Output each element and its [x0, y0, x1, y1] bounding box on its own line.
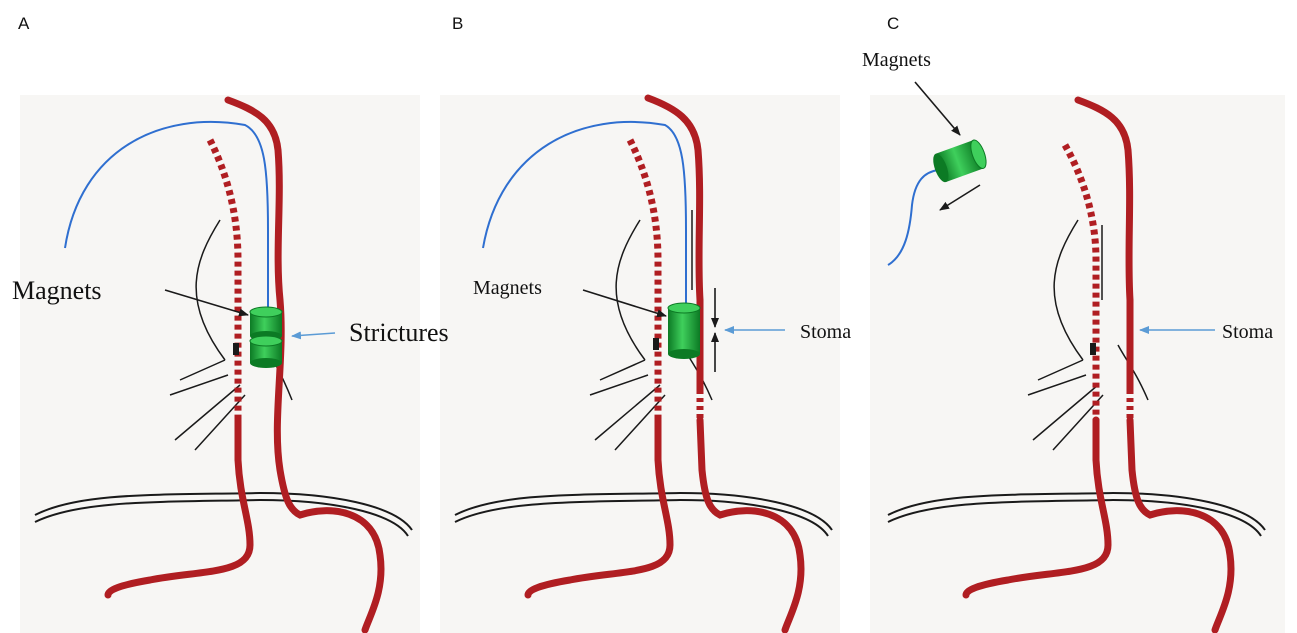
small-clip: [1090, 343, 1096, 355]
panel-b-background: [440, 95, 840, 633]
panel-c-magnets-label: Magnets: [862, 50, 931, 70]
panel-a-magnets-label: Magnets: [12, 278, 102, 304]
panel-a-letter: A: [18, 14, 29, 34]
magnets-pair: [250, 307, 282, 368]
panel-c-background: [870, 95, 1285, 633]
panel-a-strictures-label: Strictures: [349, 320, 449, 346]
small-clip: [653, 338, 659, 350]
panel-b-stoma-label: Stoma: [800, 322, 851, 342]
small-clip: [233, 343, 239, 355]
panel-b-magnets-label: Magnets: [473, 278, 542, 298]
panel-a-background: [20, 95, 420, 633]
magnet: [668, 303, 700, 359]
panel-c-letter: C: [887, 14, 899, 34]
panel-b-letter: B: [452, 14, 463, 34]
panel-c-stoma-label: Stoma: [1222, 322, 1273, 342]
